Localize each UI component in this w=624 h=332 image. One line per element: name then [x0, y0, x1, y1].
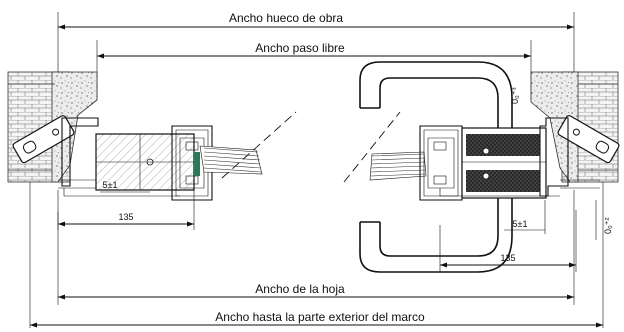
dimension-labels: Ancho hueco de obra Ancho paso libre Anc… — [103, 11, 613, 324]
right-wall — [530, 71, 620, 183]
right-glass-panel — [343, 111, 427, 183]
label-dim-135-left: 135 — [118, 212, 133, 222]
right-door-leaf — [419, 117, 600, 201]
label-tol-side: 0₀⁺² — [603, 218, 613, 235]
label-tol-top: 0₀⁺³ — [510, 88, 520, 105]
label-tol-right: 5±1 — [513, 219, 528, 229]
dimension-lines — [29, 12, 604, 328]
label-clear-passage: Ancho paso libre — [255, 41, 345, 55]
label-leaf-width: Ancho de la hoja — [255, 282, 345, 296]
left-glass-panel — [199, 111, 297, 179]
left-wall — [7, 71, 98, 183]
label-dim-135-right: 135 — [500, 253, 515, 263]
label-tol-left: 5±1 — [103, 180, 118, 190]
label-frame-outer: Ancho hasta la parte exterior del marco — [215, 310, 425, 324]
left-door-leaf — [95, 125, 213, 201]
label-wall-opening: Ancho hueco de obra — [229, 11, 343, 25]
